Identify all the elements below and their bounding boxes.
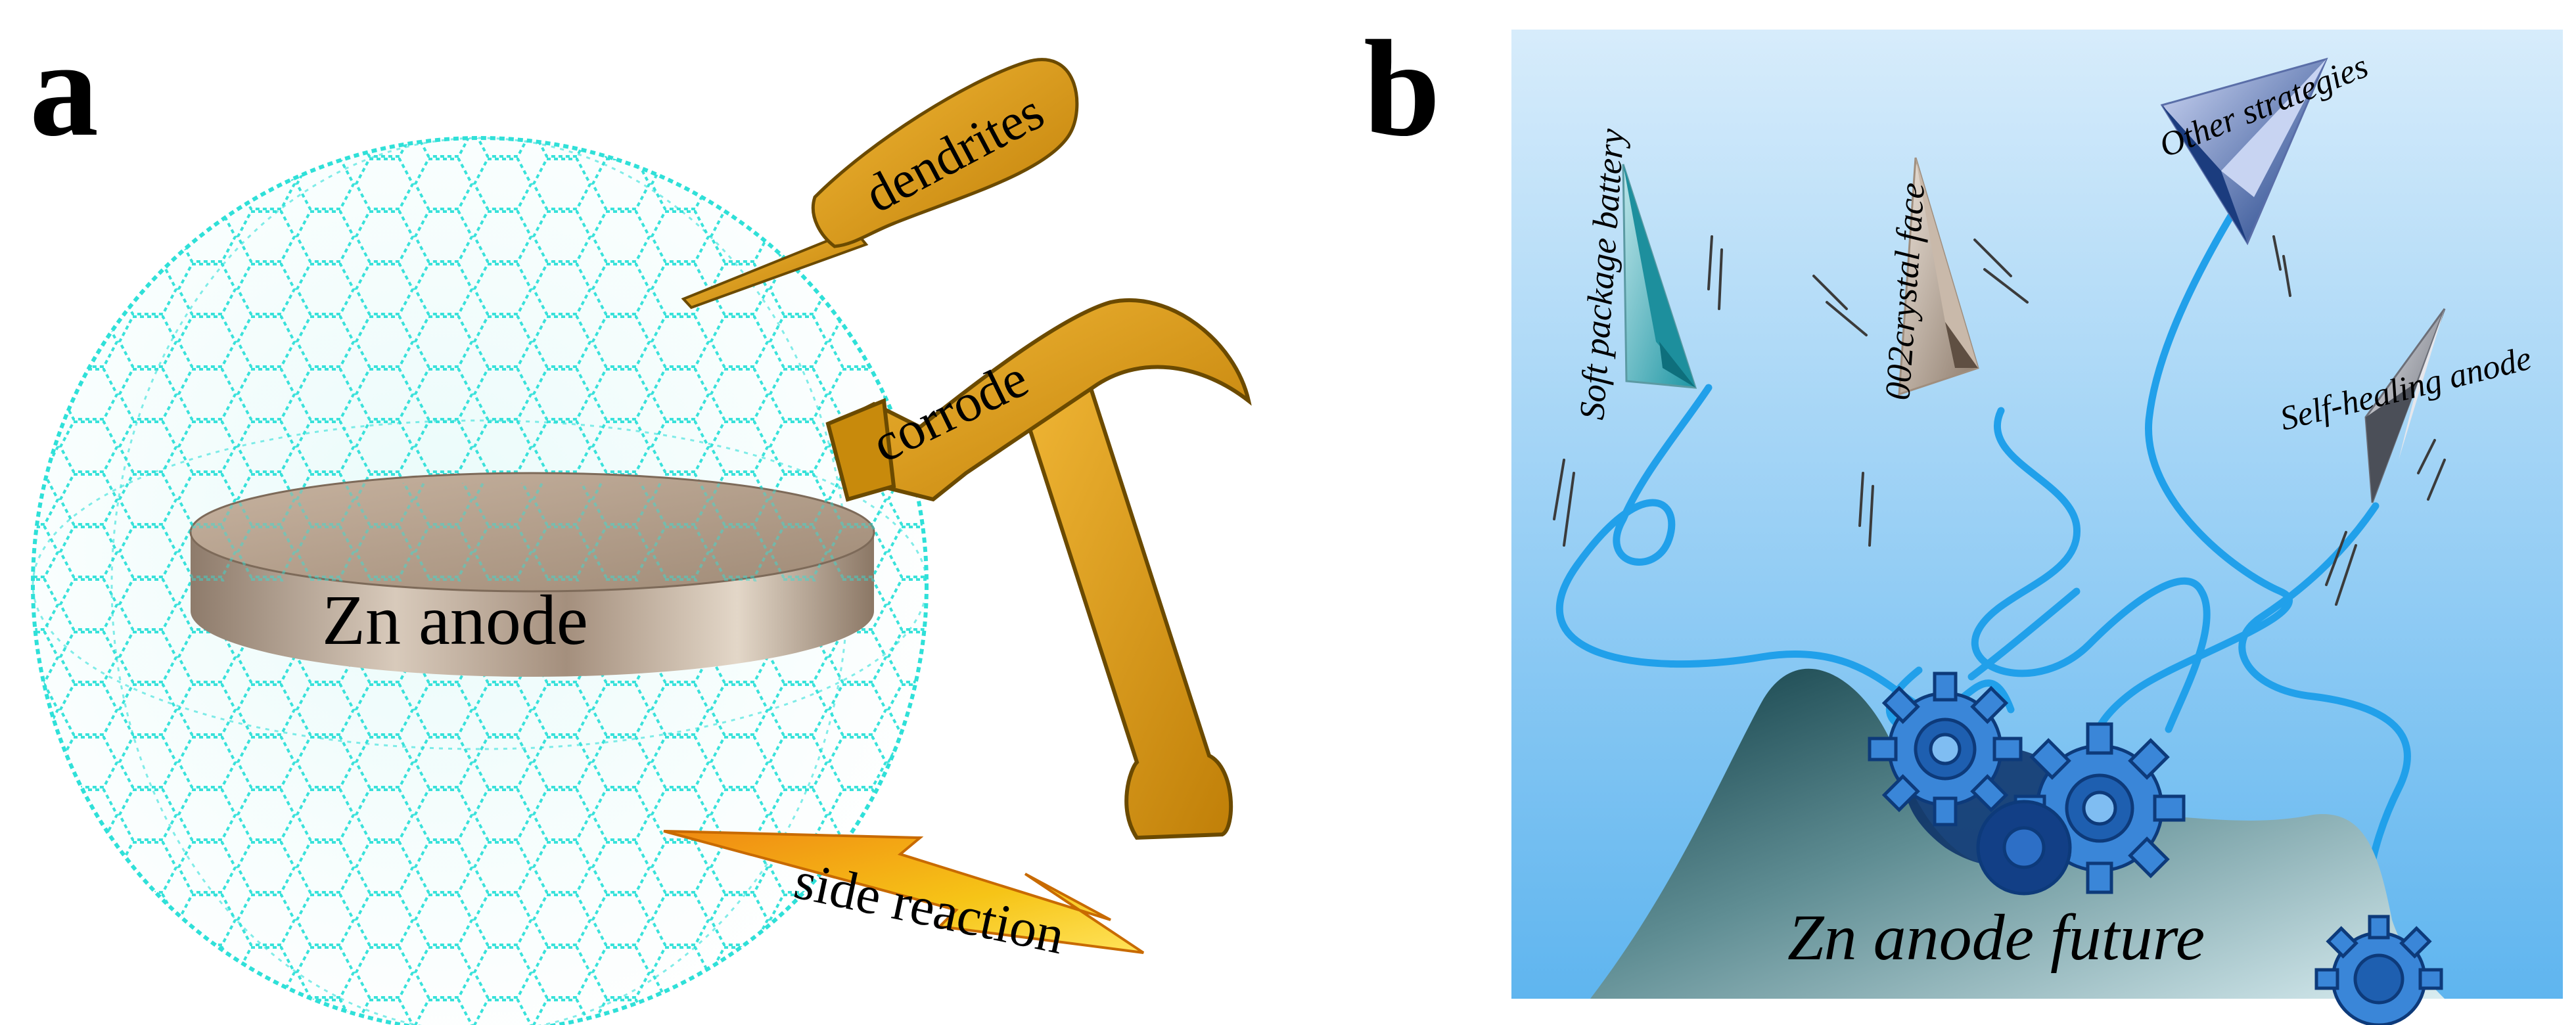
zn-anode-label: Zn anode bbox=[322, 581, 588, 660]
zn-anode-future-label: Zn anode future bbox=[1787, 901, 2205, 974]
gear-group bbox=[1868, 672, 2443, 1025]
motion-streaks bbox=[1553, 235, 2446, 606]
gear-icon bbox=[1868, 672, 2023, 827]
gear-icon bbox=[1976, 800, 2072, 896]
panel-b-letter: b bbox=[1364, 12, 1440, 165]
zn-anode-disk bbox=[189, 472, 875, 677]
panel-a-letter: a bbox=[30, 12, 99, 165]
panel-b: b bbox=[1364, 12, 2563, 1025]
gear-icon bbox=[2314, 915, 2443, 1025]
panel-a: a Zn anode dendrites corrode bbox=[30, 12, 1252, 1025]
